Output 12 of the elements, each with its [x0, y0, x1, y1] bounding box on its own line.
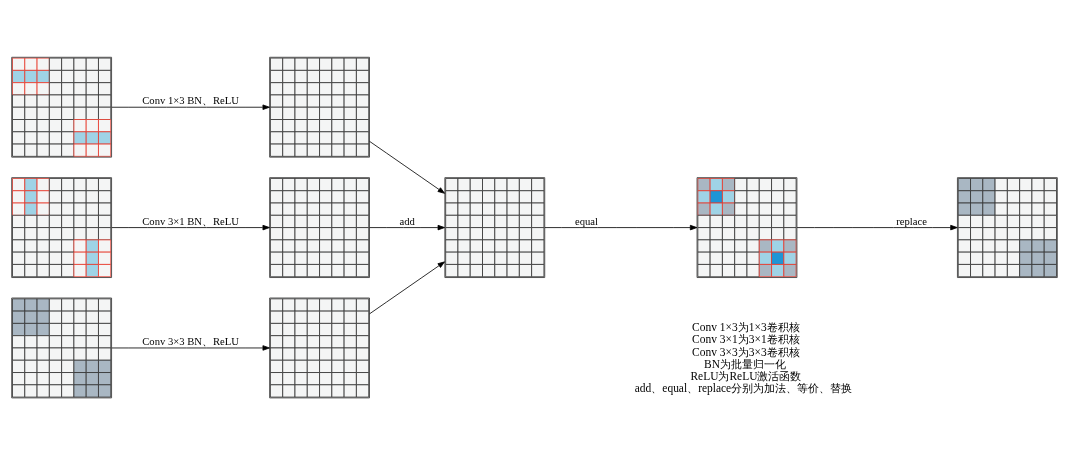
- label: Conv 3×1为3×1卷积核: [692, 333, 800, 346]
- label: ReLU为ReLU激活函数: [690, 370, 802, 383]
- edge-label: Conv 1×3 BN、ReLU: [142, 95, 239, 107]
- edge-label: Conv 3×3 BN、ReLU: [142, 336, 239, 348]
- edge-label: equal: [574, 215, 598, 227]
- edge-label: Conv 3×1 BN、ReLU: [142, 215, 239, 227]
- label: add、equal、replace分别为加法、等价、替换: [634, 382, 853, 395]
- label: BN为批量归一化: [704, 357, 786, 370]
- label: Conv 3×3为3×3卷积核: [692, 345, 800, 358]
- edge-label: add: [399, 215, 415, 227]
- edge-label: replace: [896, 215, 927, 227]
- label: Conv 1×3为1×3卷积核: [692, 320, 800, 333]
